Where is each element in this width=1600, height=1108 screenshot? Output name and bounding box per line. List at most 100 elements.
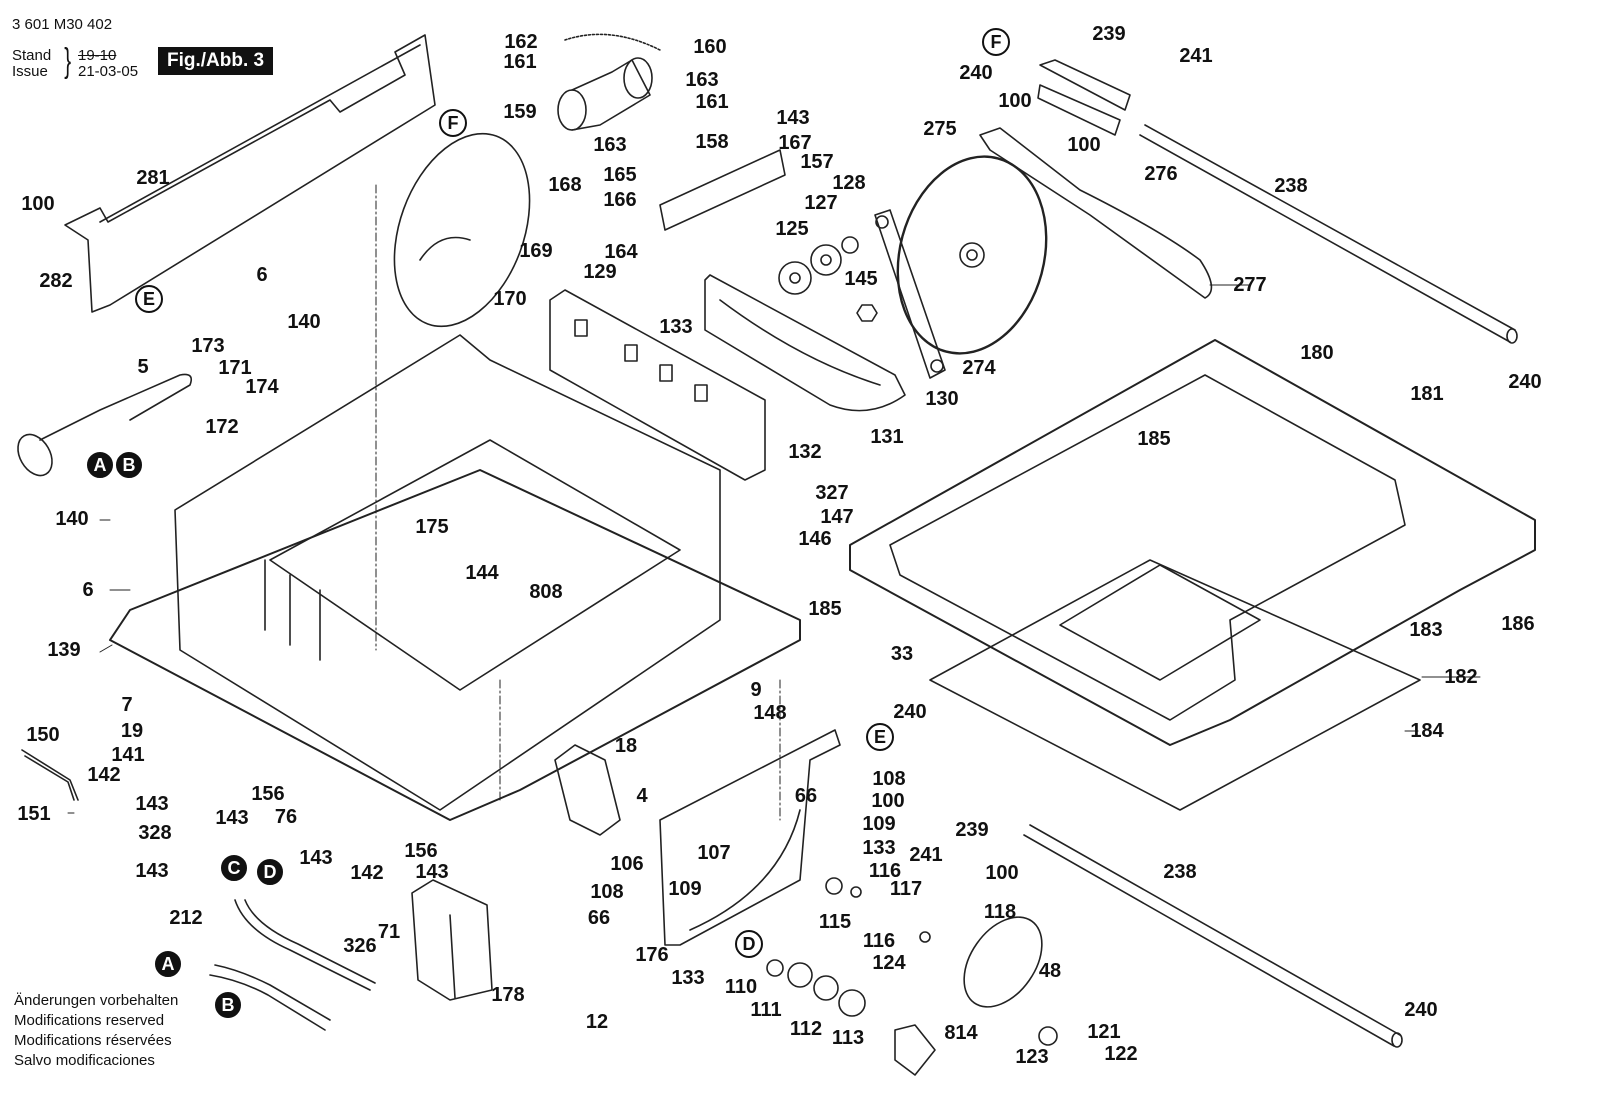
- reference-marker: A: [87, 452, 113, 478]
- stand-label: Stand: [12, 47, 52, 64]
- saw-blade-275: [896, 155, 1048, 355]
- part-callout: 100: [985, 862, 1019, 884]
- brace: }: [64, 42, 72, 80]
- part-callout: 814: [944, 1022, 978, 1044]
- reference-marker: B: [215, 992, 241, 1018]
- stand-value: 19-10: [78, 47, 117, 64]
- part-callout: 115: [818, 911, 852, 933]
- disclaimer: Änderungen vorbehalten Modifications res…: [14, 991, 178, 1071]
- part-callout: 108: [590, 881, 624, 903]
- part-callout: 117: [889, 878, 923, 900]
- part-callout: 133: [671, 967, 705, 989]
- dust-port-159: [557, 33, 661, 131]
- part-callout: 327: [815, 482, 849, 504]
- part-callout: 110: [724, 976, 758, 998]
- part-callout: 113: [831, 1027, 865, 1049]
- part-callout: 162: [504, 31, 538, 53]
- part-callout: 133: [659, 316, 693, 338]
- part-callout: 240: [1404, 999, 1438, 1021]
- part-callout: 178: [491, 984, 525, 1006]
- part-callout: 112: [789, 1018, 823, 1040]
- part-callout: 181: [1410, 383, 1444, 405]
- part-callout: 274: [962, 357, 996, 379]
- part-callout: 147: [820, 506, 854, 528]
- part-callout: 108: [872, 768, 906, 790]
- part-callout: 33: [890, 643, 914, 665]
- part-number: 3 601 M30 402: [12, 16, 113, 33]
- part-callout: 170: [493, 288, 527, 310]
- part-callout: 109: [862, 813, 896, 835]
- disclaimer-line: Änderungen vorbehalten: [14, 992, 179, 1009]
- part-callout: 164: [604, 241, 638, 263]
- part-callout: 143: [415, 861, 449, 883]
- knob-118: [963, 916, 1043, 1008]
- part-callout: 239: [955, 819, 989, 841]
- part-callout: 238: [1274, 175, 1308, 197]
- part-callout: 166: [603, 189, 637, 211]
- part-callout: 130: [925, 388, 959, 410]
- part-callout: 142: [87, 764, 121, 786]
- table-top-180: [849, 339, 1536, 746]
- part-callout: 5: [137, 356, 149, 378]
- part-callout: 128: [832, 172, 866, 194]
- leader-lines: [67, 184, 1481, 821]
- part-callout: 107: [697, 842, 731, 864]
- issue-label: Issue: [12, 63, 48, 80]
- power-cord-5: [17, 373, 193, 477]
- reference-marker: E: [866, 723, 894, 751]
- part-callout: 165: [603, 164, 637, 186]
- part-callout: 148: [753, 702, 787, 724]
- riving-knife-bracket-157: [659, 149, 786, 231]
- part-callout: 145: [844, 268, 878, 290]
- part-callout: 9: [750, 679, 762, 701]
- switch-4: [554, 744, 621, 836]
- part-callout: 163: [685, 69, 719, 91]
- part-callout: 157: [800, 151, 834, 173]
- part-callout: 161: [695, 91, 729, 113]
- reference-marker: F: [439, 109, 467, 137]
- part-callout: 116: [868, 860, 902, 882]
- part-callout: 172: [205, 416, 239, 438]
- part-callout: 143: [299, 847, 333, 869]
- part-callout: 141: [111, 744, 145, 766]
- part-callout: 182: [1444, 666, 1478, 688]
- disclaimer-line: Modifications réservées: [14, 1032, 172, 1049]
- blade-guard-130: [704, 274, 906, 412]
- base-housing-139: [109, 334, 801, 821]
- box-178: [411, 879, 493, 1001]
- part-callout: 240: [893, 701, 927, 723]
- part-callout: 7: [121, 694, 133, 716]
- part-callout: 18: [614, 735, 638, 757]
- part-callout: 131: [870, 426, 904, 448]
- part-callout: 143: [135, 793, 169, 815]
- part-callout: 12: [585, 1011, 609, 1033]
- part-callout: 173: [191, 335, 225, 357]
- reference-marker: C: [221, 855, 247, 881]
- bottom-plate-182: [929, 559, 1421, 811]
- part-callout: 109: [668, 878, 702, 900]
- part-callout: 100: [21, 193, 55, 215]
- part-callout: 6: [82, 579, 94, 601]
- part-callout: 275: [923, 118, 957, 140]
- part-callout: 238: [1163, 861, 1197, 883]
- disclaimer-line: Modifications reserved: [14, 1012, 165, 1029]
- arm-274: [874, 209, 946, 379]
- part-callout: 212: [169, 907, 203, 929]
- part-callout: 185: [808, 598, 842, 620]
- part-callout: 66: [587, 907, 611, 929]
- reference-marker: D: [735, 930, 763, 958]
- part-callout: 48: [1038, 960, 1062, 982]
- part-callout: 158: [695, 131, 729, 153]
- part-callout: 140: [287, 311, 321, 333]
- part-callout: 160: [693, 36, 727, 58]
- part-callout: 277: [1233, 274, 1267, 296]
- part-callout: 180: [1300, 342, 1334, 364]
- part-callout: 100: [871, 790, 905, 812]
- part-callout: 168: [548, 174, 582, 196]
- fence-rail-281: [64, 34, 436, 313]
- washers: [766, 877, 1058, 1046]
- part-callout: 129: [583, 261, 617, 283]
- part-callout: 169: [519, 240, 553, 262]
- reference-marker: F: [982, 28, 1010, 56]
- disclaimer-line: Salvo modificaciones: [14, 1052, 155, 1069]
